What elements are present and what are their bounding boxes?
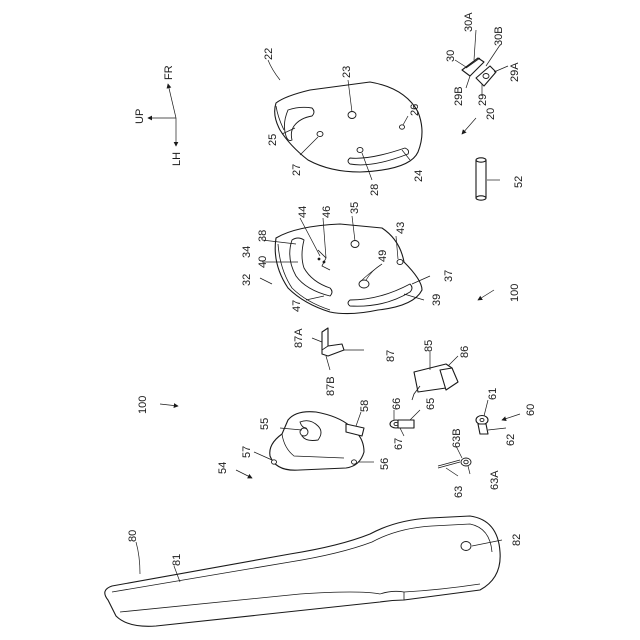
label-62: 62 [505,434,517,446]
label-24: 24 [413,170,425,182]
label-22: 22 [263,48,275,60]
label-26: 26 [409,104,421,116]
arrow-60 [502,414,520,420]
label-29B: 29B [453,86,465,106]
plate-22 [275,82,422,172]
fr-arrow [168,84,176,118]
dir-up-label: UP [134,109,146,124]
label-80: 80 [127,530,139,542]
label-40: 40 [257,256,269,268]
label-27: 27 [291,164,303,176]
label-29A: 29A [509,62,521,82]
label-87A: 87A [293,328,305,348]
label-86: 86 [459,346,471,358]
label-32: 32 [241,274,253,286]
label-67: 67 [393,438,405,450]
arrow-100a [478,290,494,300]
dir-lh-label: LH [171,152,183,166]
bracket-87 [312,328,364,370]
label-66: 66 [391,398,403,410]
label-56: 56 [379,458,391,470]
label-20: 20 [485,108,497,120]
label-38: 38 [257,230,269,242]
label-63B: 63B [451,428,463,448]
direction-indicator: UP FR LH [134,65,183,166]
label-30B: 30B [493,26,505,46]
dir-fr-label: FR [163,65,175,80]
label-61: 61 [487,388,499,400]
label-25: 25 [267,134,279,146]
label-63: 63 [453,486,465,498]
label-47: 47 [291,300,303,312]
label-49: 49 [377,250,389,262]
arrow-100b [160,404,178,406]
label-37: 37 [443,270,455,282]
label-23: 23 [341,66,353,78]
label-28: 28 [369,184,381,196]
label-44: 44 [297,206,309,218]
label-29: 29 [477,94,489,106]
plate-54 [254,412,374,471]
label-54: 54 [217,462,229,474]
label-63A: 63A [489,470,501,490]
label-60: 60 [525,404,537,416]
label-43: 43 [395,222,407,234]
label-30: 30 [445,50,457,62]
pin-66-67 [390,410,420,436]
arrow-20 [462,118,476,134]
label-81: 81 [171,554,183,566]
label-87B: 87B [325,376,337,396]
arm-80 [105,516,502,626]
label-35: 35 [349,202,361,214]
label-39: 39 [431,294,443,306]
label-34: 34 [241,246,253,258]
label-85: 85 [423,340,435,352]
label-58: 58 [359,400,371,412]
label-87: 87 [385,350,397,362]
part-85-86 [412,352,458,400]
label-57: 57 [241,446,253,458]
spring-63 [438,446,471,476]
label-100b: 100 [137,396,149,414]
label-65: 65 [425,398,437,410]
label-82: 82 [511,534,523,546]
pin-52 [476,158,500,200]
label-52: 52 [513,176,525,188]
arrow-54 [236,470,252,478]
label-55: 55 [259,418,271,430]
label-30A: 30A [463,12,475,32]
pin-60-62 [476,400,506,434]
label-46: 46 [321,206,333,218]
label-100a: 100 [509,284,521,302]
